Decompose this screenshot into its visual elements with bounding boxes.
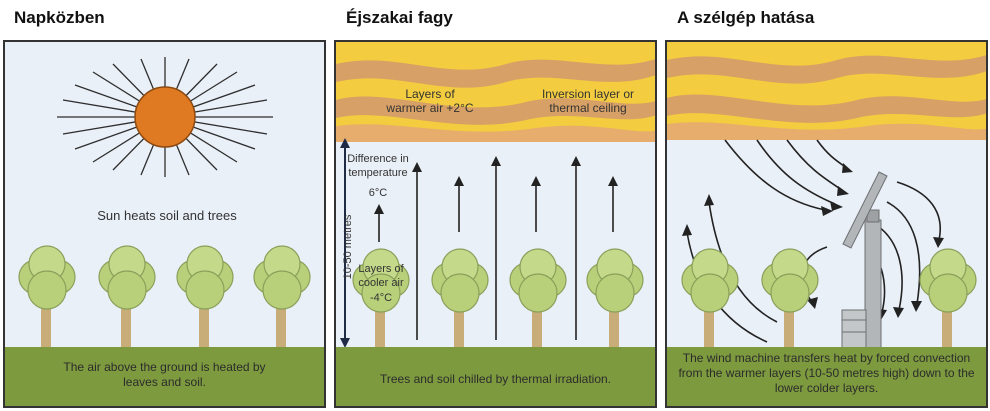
tree [919, 248, 977, 350]
panel-1-title: Napközben [14, 8, 105, 27]
ground [336, 347, 655, 406]
wind-ground-text: The wind machine transfers heat by force… [678, 351, 975, 395]
cool-layer-label-line1: Layers of [358, 263, 404, 275]
warm-air-layer [667, 42, 986, 140]
convection-arrowheads [682, 163, 944, 320]
night-frost-illustration: Layers of warmer air +2°C Inversion laye… [336, 42, 655, 406]
tree [509, 248, 567, 350]
radiation-arrows [374, 156, 618, 340]
convection-arrows [686, 139, 941, 343]
tree-row [681, 248, 977, 350]
difference-label-line1: Difference in [347, 153, 409, 165]
ground [667, 347, 986, 406]
daytime-ground-text: The air above the ground is heated by le… [63, 360, 266, 389]
tree [761, 248, 819, 350]
tree [431, 248, 489, 350]
wind-machine-illustration [667, 42, 986, 406]
inversion-label-line1: Inversion layer or [542, 87, 634, 101]
tree [253, 245, 311, 349]
panel-2-title: Éjszakai fagy [346, 8, 453, 27]
tree [176, 245, 234, 349]
panel-night-frost: Layers of warmer air +2°C Inversion laye… [334, 40, 657, 408]
sun-icon [134, 86, 196, 148]
warm-air-layer [336, 42, 655, 142]
daytime-caption: Sun heats soil and trees [97, 208, 237, 223]
tree [98, 245, 156, 349]
cool-layer-label-line2: cooler air [358, 277, 404, 289]
night-ground-text: Trees and soil chilled by thermal irradi… [380, 372, 611, 386]
tree [586, 248, 644, 350]
tree [352, 248, 410, 350]
cool-layer-label-line3: -4°C [370, 292, 392, 304]
difference-label-line3: 6°C [369, 187, 388, 199]
tree-row [18, 245, 311, 349]
daytime-illustration: Sun heats soil and trees [5, 57, 324, 406]
tree [681, 248, 739, 350]
ground [5, 347, 324, 406]
panel-daytime: Sun heats soil and trees [3, 40, 326, 408]
difference-label-line2: temperature [348, 167, 407, 179]
height-label: 10-50 metres [342, 214, 354, 279]
inversion-label-line2: thermal ceiling [549, 101, 626, 115]
warm-layer-label-line1: Layers of [405, 87, 455, 101]
warm-layer-label-line2: warmer air +2°C [385, 101, 473, 115]
height-scale [340, 138, 350, 348]
wind-machine-icon [841, 171, 888, 351]
panel-3-title: A szélgép hatása [677, 8, 815, 27]
tree-row [352, 248, 644, 350]
panel-wind-machine: The wind machine transfers heat by force… [665, 40, 988, 408]
tree [18, 245, 76, 349]
